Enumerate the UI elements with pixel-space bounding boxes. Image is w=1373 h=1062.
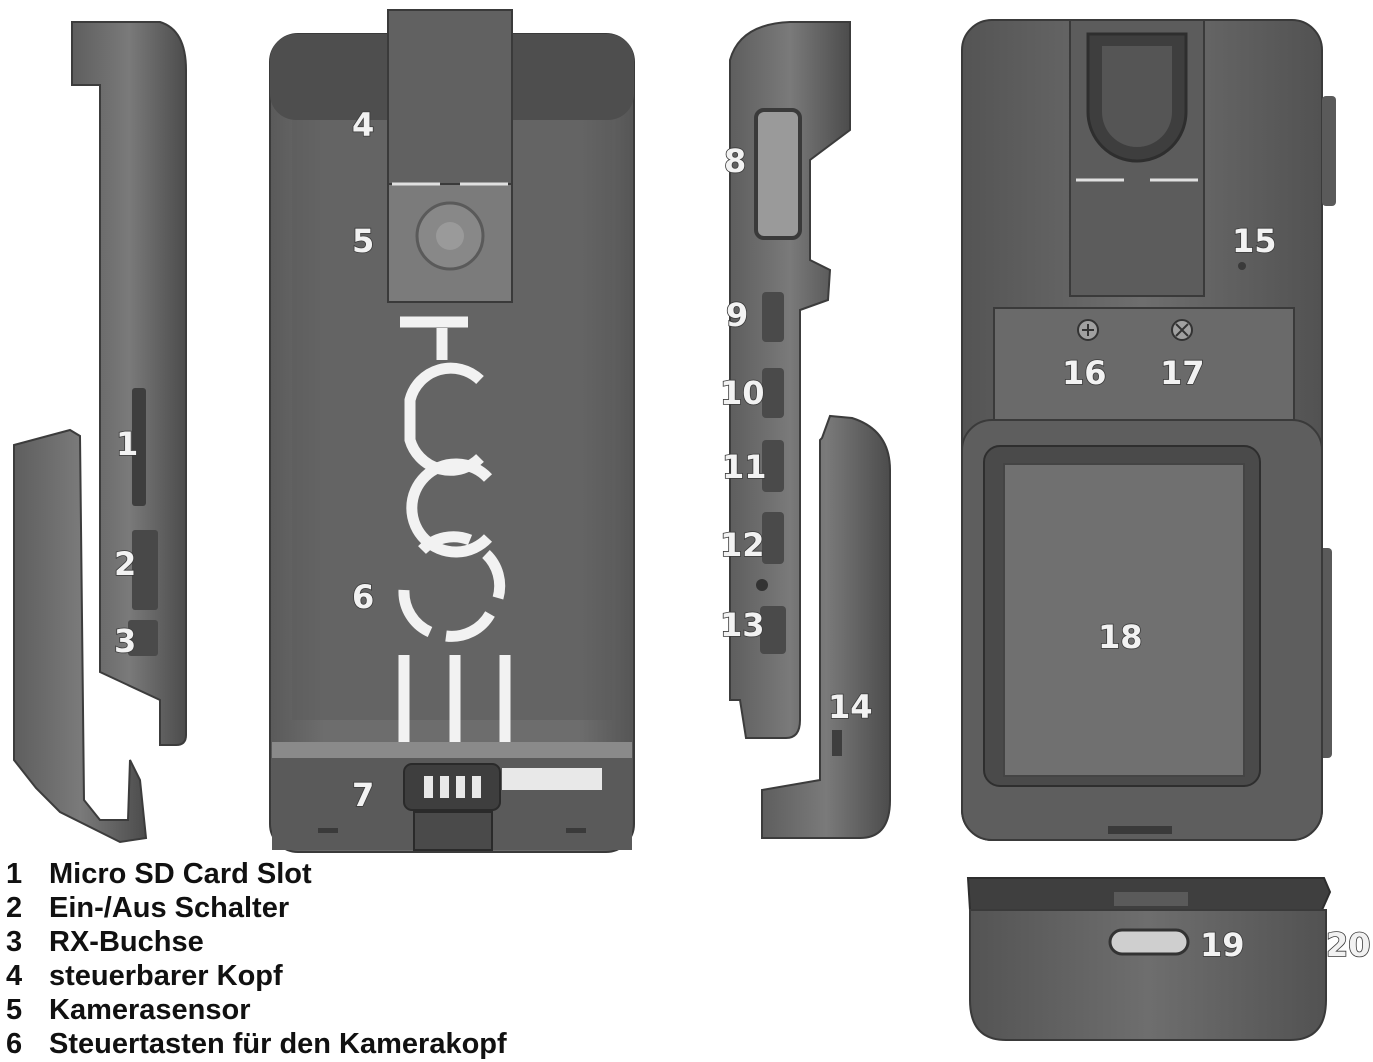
callout-17: 17 [1160,354,1205,392]
right-side-panel [729,21,851,739]
legend-label: Micro SD Card Slot [49,858,312,890]
legend-item: 1 Micro SD Card Slot [6,858,646,892]
legend-label: RX-Buchse [49,926,204,958]
legend-label: Steuertasten für den Kamerakopf [49,1028,507,1060]
callout-labels: 1 2 3 4 5 6 7 8 9 10 11 12 13 14 15 16 1… [113,105,1371,965]
callout-20: 20 [1326,926,1371,964]
legend-number: 6 [6,1028,23,1060]
led [756,579,768,591]
rx-socket [128,620,158,656]
legend-label: Kamerasensor [49,994,251,1026]
button-10 [762,368,784,418]
callout-11: 11 [722,448,767,486]
callout-10: 10 [720,374,765,412]
power-switch [132,530,158,610]
callout-8: 8 [724,142,746,180]
legend-item: 2 Ein-/Aus Schalter [6,892,646,926]
right-side-clip [761,414,891,839]
legend-item: 5 Kamerasensor [6,994,646,1028]
button-13 [760,606,786,654]
legend-number: 5 [6,994,23,1026]
callout-2: 2 [114,545,136,583]
callout-5: 5 [352,222,374,260]
legend-item: 6 Steuertasten für den Kamerakopf [6,1028,646,1062]
display-screen [1003,463,1245,777]
left-side-clip [13,428,148,844]
legend-item: 3 RX-Buchse [6,926,646,960]
legend-label: steuerbarer Kopf [49,960,283,992]
usb-port [1108,928,1190,956]
legend-list: 1 Micro SD Card Slot 2 Ein-/Aus Schalter… [6,858,646,1062]
button-12 [762,512,784,564]
left-side-panel [71,21,187,746]
callout-1: 1 [116,425,138,463]
micro-sd-slot [132,388,146,506]
callout-16: 16 [1062,354,1107,392]
button-11 [762,440,784,492]
legend-number: 3 [6,926,23,958]
front-view [269,9,635,853]
legend-number: 4 [6,960,23,992]
camera-head-control-keys [398,531,506,642]
legend-number: 2 [6,892,23,924]
legend-item: 4 steuerbarer Kopf [6,960,646,994]
legend-number: 1 [6,858,23,890]
legend-label: Ein-/Aus Schalter [49,892,290,924]
bottom-view [966,877,1332,1041]
connector [403,763,501,811]
callout-19: 19 [1200,926,1245,964]
callout-9: 9 [726,296,748,334]
callout-14: 14 [828,688,873,726]
callout-12: 12 [720,526,765,564]
callout-6: 6 [352,578,374,616]
button-8 [754,108,802,240]
callout-7: 7 [352,776,374,814]
steerable-head [387,9,513,186]
callout-15: 15 [1232,222,1277,260]
callout-18: 18 [1098,618,1143,656]
back-view [961,19,1336,841]
callout-3: 3 [114,622,136,660]
callout-4: 4 [352,106,374,144]
button-9 [762,292,784,342]
callout-13: 13 [720,606,765,644]
reset-hole [1238,262,1246,270]
